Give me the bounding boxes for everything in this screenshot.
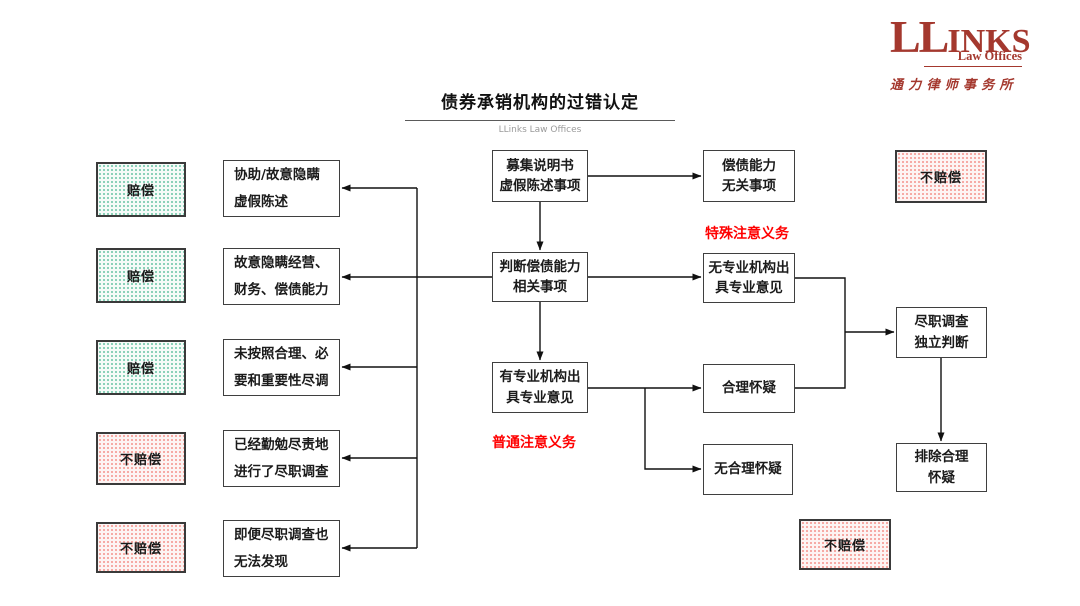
reason-box-undetectable: 即便尽职调查也 无法发现 <box>223 520 340 577</box>
flow-node-reasonable-doubt: 合理怀疑 <box>703 364 795 413</box>
status-badge-compensate-3: 赔偿 <box>96 340 186 395</box>
annotation-ordinary-duty: 普通注意义务 <box>492 435 576 451</box>
merge-bracket <box>795 277 846 389</box>
reason-box-assist-conceal-misstatement: 协助/故意隐瞒 虚假陈述 <box>223 160 340 217</box>
flow-node-solvency-unrelated: 偿债能力 无关事项 <box>703 150 795 202</box>
annotation-special-duty: 特殊注意义务 <box>705 226 789 242</box>
logo-tagline: Law Offices <box>924 49 1022 67</box>
reason-box-conceal-operations-finance: 故意隐瞒经营、 财务、偿债能力 <box>223 248 340 305</box>
page-title: 债券承销机构的过错认定 <box>441 93 639 113</box>
llinks-logo: LLINKS Law Offices 通 力 律 师 事 务 所 <box>890 11 1031 93</box>
reason-box-diligent-investigation: 已经勤勉尽责地 进行了尽职调查 <box>223 430 340 487</box>
status-badge-no-compensate-bottom: 不赔偿 <box>799 519 891 570</box>
title-divider <box>405 120 675 121</box>
flow-node-due-diligence-independent-judgment: 尽职调查 独立判断 <box>896 307 987 358</box>
title-watermark: LLinks Law Offices <box>498 125 582 135</box>
logo-wordmark-inks: INKS <box>947 23 1031 60</box>
status-badge-compensate-2: 赔偿 <box>96 248 186 303</box>
title-block: 债券承销机构的过错认定 LLinks Law Offices <box>405 88 675 135</box>
reason-box-no-reasonable-diligence: 未按照合理、必 要和重要性尽调 <box>223 339 340 396</box>
status-badge-no-compensate-2: 不赔偿 <box>96 522 186 573</box>
status-badge-no-compensate-1: 不赔偿 <box>96 432 186 485</box>
flow-node-prospectus-misstatement: 募集说明书 虚假陈述事项 <box>492 150 588 202</box>
arrow-branch-to-nodoubt <box>644 388 702 473</box>
status-badge-no-compensate-top-right: 不赔偿 <box>895 150 987 203</box>
flow-node-has-professional-opinion: 有专业机构出 具专业意见 <box>492 362 588 413</box>
status-badge-compensate-1: 赔偿 <box>96 162 186 217</box>
flow-node-judge-solvency: 判断偿债能力 相关事项 <box>492 252 588 302</box>
logo-wordmark: LLINKS <box>890 11 1031 62</box>
flow-node-no-reasonable-doubt: 无合理怀疑 <box>703 444 793 495</box>
flow-node-eliminate-reasonable-doubt: 排除合理 怀疑 <box>896 443 987 492</box>
logo-chinese-name: 通 力 律 师 事 务 所 <box>890 77 1014 92</box>
logo-wordmark-ll: LL <box>890 11 949 62</box>
flow-node-no-professional-opinion: 无专业机构出 具专业意见 <box>703 253 795 303</box>
